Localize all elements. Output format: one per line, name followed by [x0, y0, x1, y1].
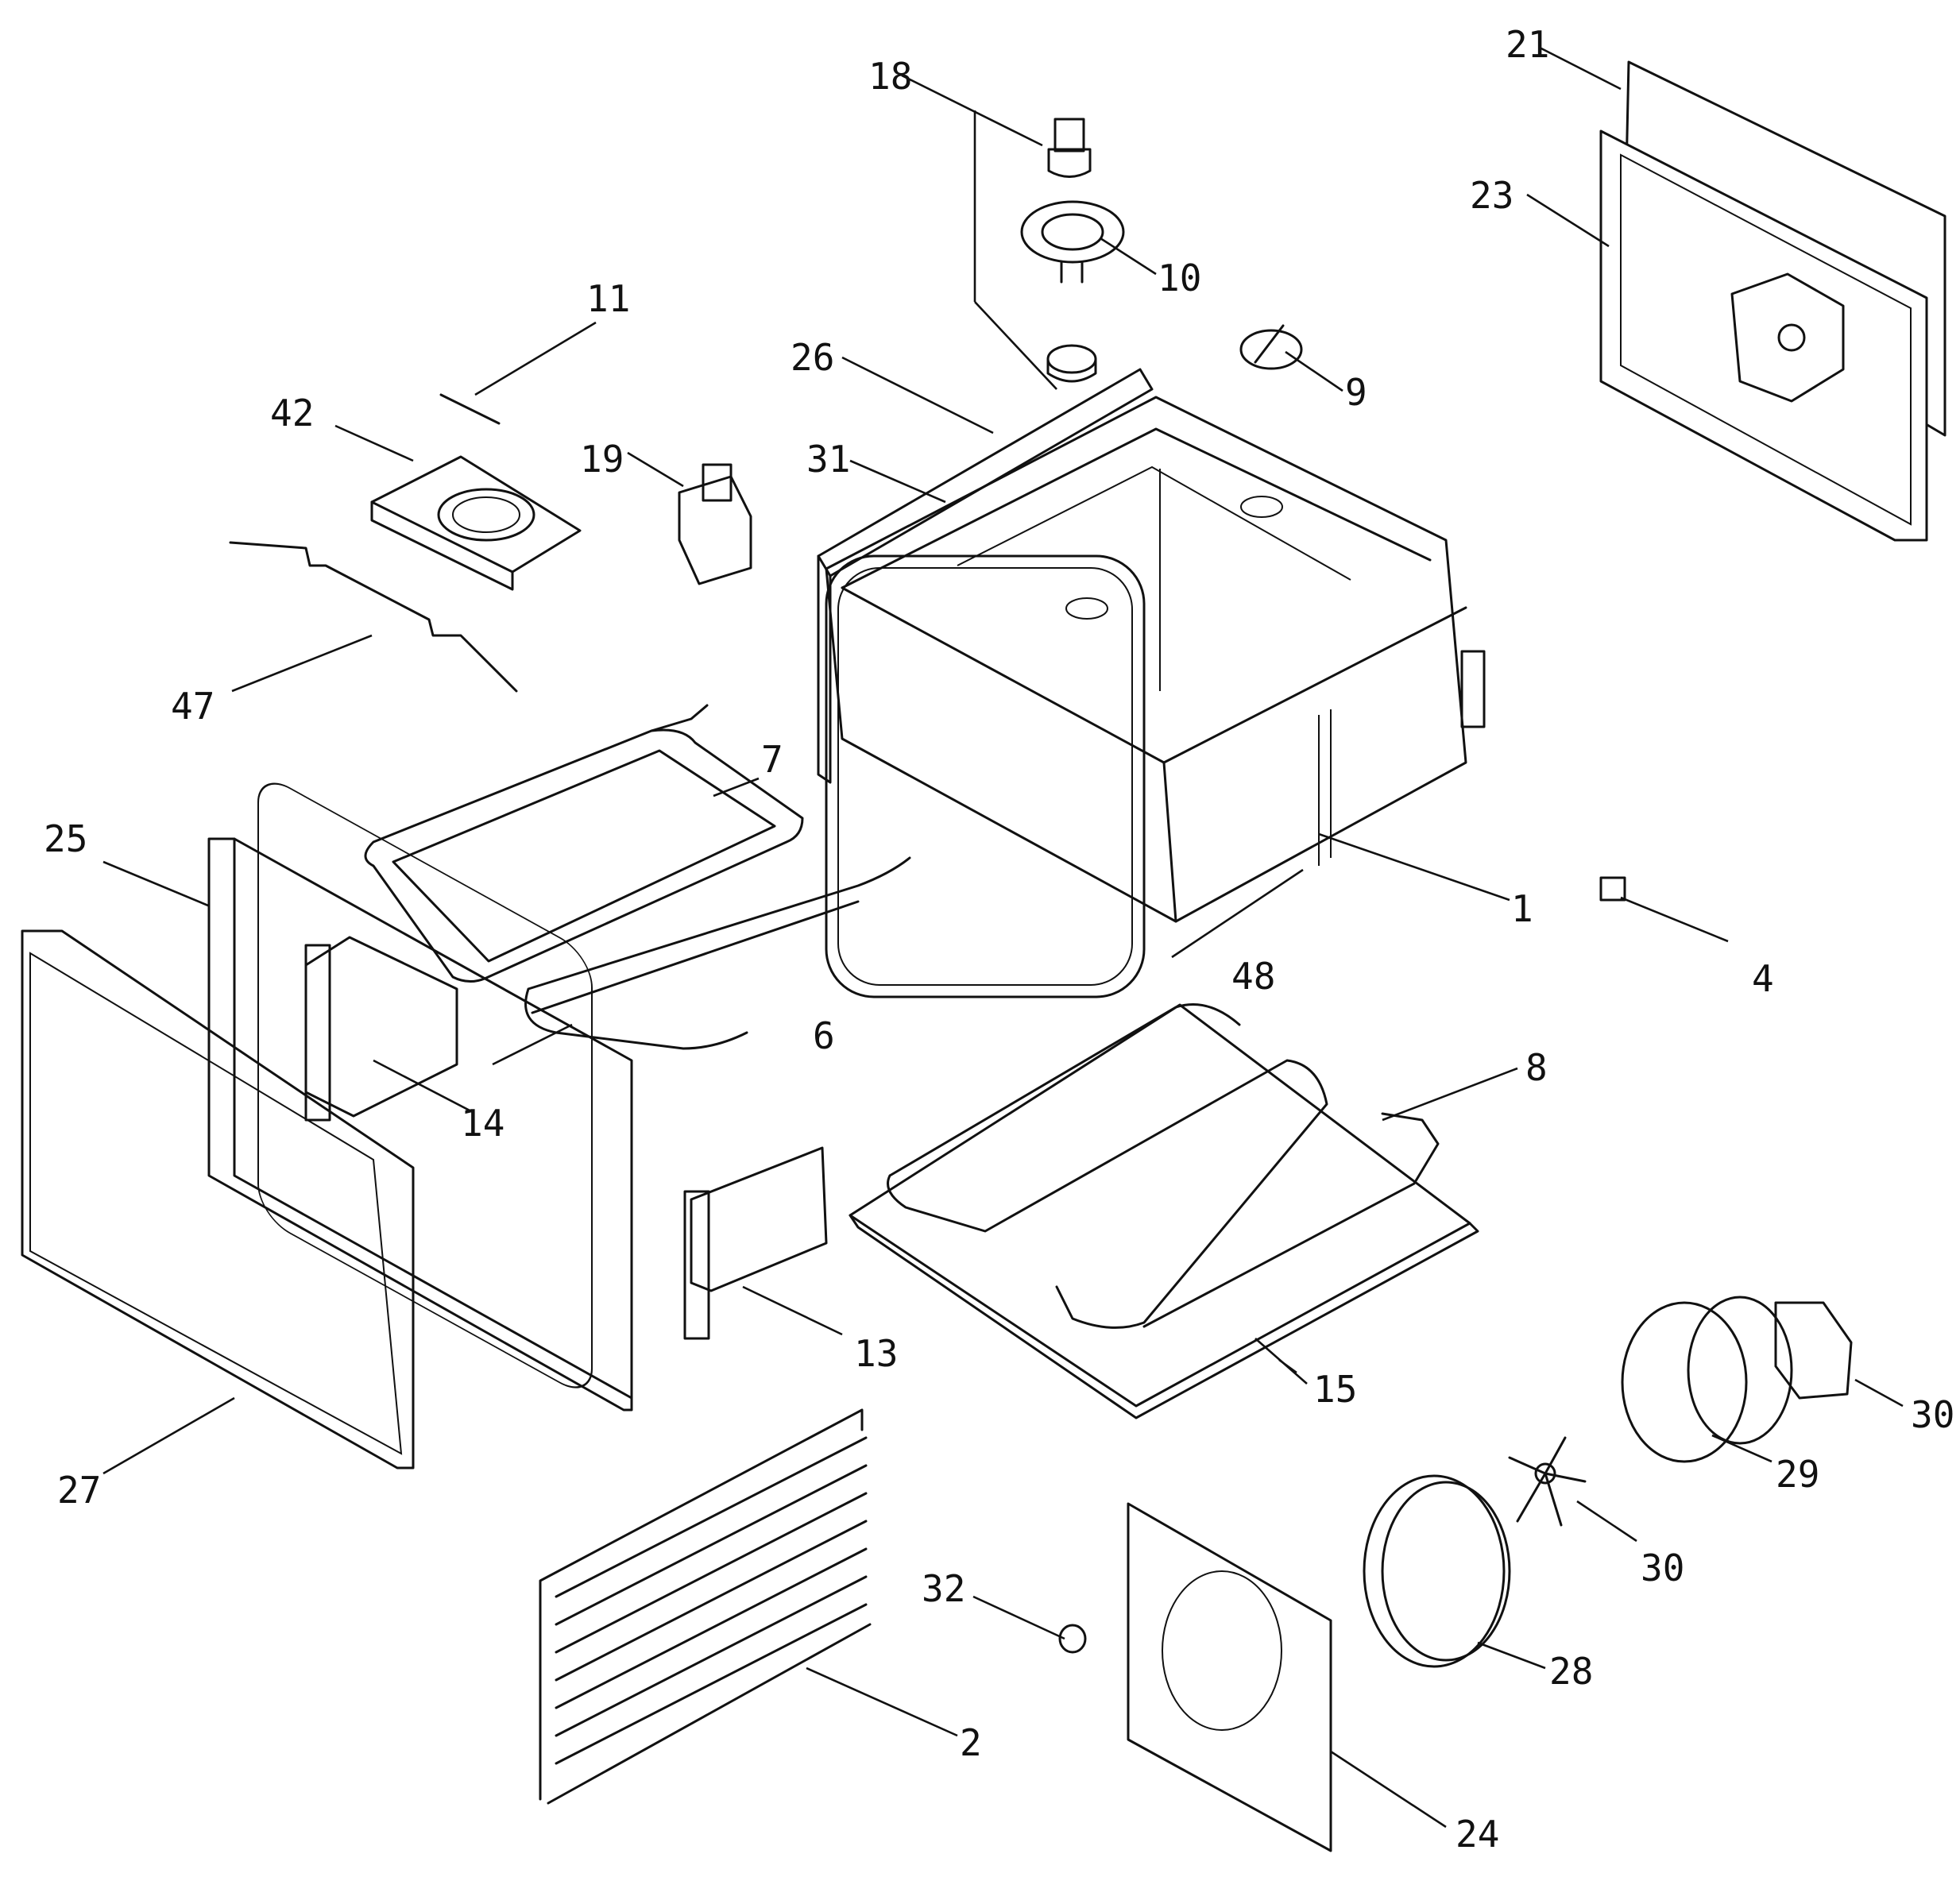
callout-8: 8 — [1525, 1046, 1548, 1089]
part-7-top-element — [364, 704, 804, 983]
part-13-hinge — [683, 1146, 828, 1340]
part-19-switch — [678, 463, 752, 585]
callout-1: 1 — [1511, 887, 1533, 930]
part-10-flange — [1020, 200, 1125, 383]
leader-lines — [102, 46, 1904, 1829]
part-29-motor-plate — [1621, 1296, 1793, 1463]
callout-19: 19 — [580, 438, 624, 481]
callout-4: 4 — [1752, 957, 1774, 1000]
part-42-bracket — [370, 455, 582, 591]
part-11-pin — [439, 393, 501, 425]
part-25-front-frame — [207, 782, 633, 1412]
callout-30-fan: 30 — [1641, 1547, 1684, 1589]
callout-11: 11 — [586, 277, 630, 320]
part-18-sensor — [1047, 118, 1092, 178]
part-2-shelf-rack — [539, 1408, 872, 1805]
callout-23: 23 — [1470, 174, 1513, 217]
callout-29: 29 — [1776, 1453, 1819, 1496]
callout-10: 10 — [1158, 257, 1201, 299]
callout-6: 6 — [813, 1014, 835, 1057]
part-1-oven-cavity — [825, 396, 1486, 998]
callout-13: 13 — [854, 1332, 898, 1375]
part-28-circular-element — [1363, 1474, 1511, 1668]
part-24-fan-cover — [1127, 1502, 1332, 1852]
callout-26: 26 — [791, 336, 834, 379]
callout-2: 2 — [960, 1721, 982, 1764]
part-30-fan-motor — [1774, 1301, 1853, 1400]
callout-27: 27 — [57, 1469, 101, 1512]
part-32-washer — [1058, 1624, 1087, 1654]
part-26-31-insulation — [817, 368, 1154, 784]
part-6-grill-element — [524, 856, 911, 1050]
callout-30-motor: 30 — [1911, 1393, 1954, 1436]
callout-15: 15 — [1313, 1368, 1357, 1411]
part-23-rear-panel — [1599, 129, 1928, 542]
callout-7: 7 — [761, 738, 783, 781]
part-27-door-glass — [21, 929, 415, 1470]
callout-14: 14 — [461, 1102, 504, 1145]
callout-31: 31 — [806, 438, 850, 481]
callout-48: 48 — [1231, 955, 1275, 998]
callout-9: 9 — [1345, 371, 1367, 414]
part-30-fan-blade — [1508, 1436, 1587, 1527]
part-15-bottom-tray — [849, 1003, 1479, 1419]
callout-24: 24 — [1456, 1813, 1499, 1856]
part-47-wire — [229, 541, 518, 693]
callout-18: 18 — [868, 55, 912, 98]
part-4-clip — [1599, 876, 1626, 902]
callout-21: 21 — [1506, 23, 1549, 66]
callout-25: 25 — [44, 817, 87, 860]
part-9-clip — [1239, 324, 1303, 370]
callout-32: 32 — [922, 1567, 965, 1610]
callout-42: 42 — [270, 392, 314, 434]
callout-28: 28 — [1549, 1650, 1593, 1693]
callout-labels: 18 21 23 10 11 26 9 42 19 31 47 7 25 1 4… — [44, 23, 1954, 1856]
callout-47: 47 — [171, 685, 215, 728]
part-8-bottom-element — [887, 1003, 1440, 1329]
part-14-hinge — [304, 936, 458, 1122]
